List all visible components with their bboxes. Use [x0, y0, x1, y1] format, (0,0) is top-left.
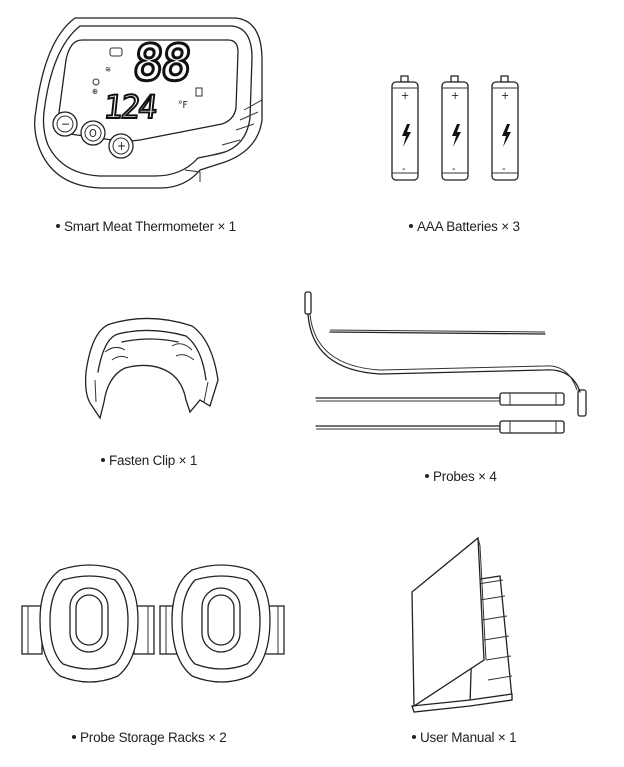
caption-clip: Fasten Clip × 1: [101, 453, 197, 468]
svg-text:-: -: [452, 162, 456, 175]
plus-button: +: [108, 133, 134, 159]
svg-text:+: +: [501, 89, 509, 102]
svg-text:−: −: [61, 117, 70, 131]
svg-text:+: +: [451, 89, 459, 102]
svg-text:+: +: [117, 139, 126, 153]
caption-manual: User Manual × 1: [412, 730, 517, 745]
svg-text:≋: ≋: [105, 65, 111, 74]
minus-button: −: [52, 111, 78, 137]
display-unit: °F: [178, 100, 188, 111]
svg-text:O: O: [89, 127, 97, 140]
svg-text:+: +: [401, 89, 409, 102]
svg-text:-: -: [402, 162, 406, 175]
svg-text:⊕: ⊕: [92, 87, 98, 96]
caption-thermometer: Smart Meat Thermometer × 1: [56, 219, 236, 234]
caption-batteries: AAA Batteries × 3: [409, 219, 520, 234]
caption-probes: Probes × 4: [425, 469, 497, 484]
center-button: O: [80, 120, 106, 146]
display-top-digits: 88: [130, 33, 192, 92]
display-bottom-digits: 124: [102, 88, 158, 126]
caption-racks: Probe Storage Racks × 2: [72, 730, 227, 745]
svg-text:-: -: [502, 162, 506, 175]
